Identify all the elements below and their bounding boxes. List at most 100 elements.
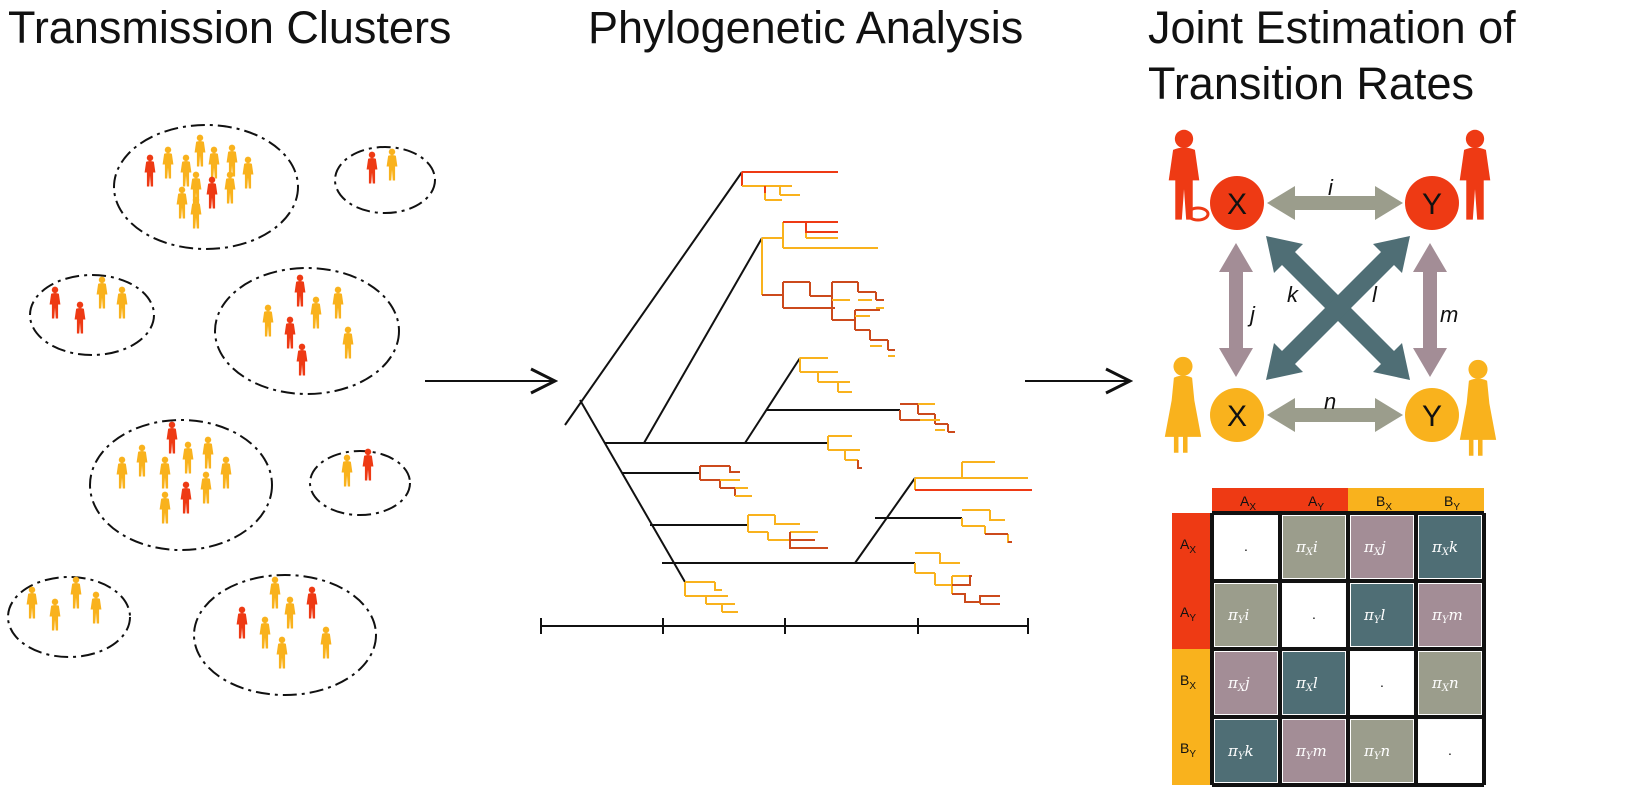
rate-arrow-l (1266, 236, 1410, 380)
person-silhouette-icon (208, 146, 220, 179)
matrix-cell (1351, 652, 1413, 714)
person-silhouette-icon (180, 154, 192, 187)
node-y-orange (1405, 388, 1459, 442)
person-silhouette-icon (116, 456, 128, 489)
person-silhouette-icon (49, 286, 61, 319)
person-silhouette-icon (259, 616, 271, 649)
person-silhouette-icon (342, 326, 354, 359)
person-silhouette-icon (296, 343, 308, 376)
matrix-cell (1283, 720, 1345, 782)
cluster-ellipse (214, 267, 400, 395)
person-silhouette-icon (70, 576, 82, 609)
person-silhouette-icon (96, 276, 108, 309)
transmission-clusters (7, 124, 436, 696)
matrix-cell (1351, 516, 1413, 578)
rate-label-j: j (1247, 302, 1256, 327)
person-silhouette-icon (200, 471, 212, 504)
matrix-cell (1215, 584, 1277, 646)
person-silhouette-icon (236, 606, 248, 639)
matrix-cell (1351, 720, 1413, 782)
person-silhouette-icon (284, 316, 296, 349)
node-x-red-label: X (1227, 188, 1247, 221)
person-red-firefighter-icon (1168, 129, 1210, 222)
person-silhouette-icon (166, 421, 178, 454)
rate-label-l: l (1372, 282, 1378, 307)
matrix-cell (1283, 652, 1345, 714)
person-silhouette-icon (366, 151, 378, 184)
person-silhouette-icon (220, 456, 232, 489)
person-silhouette-icon (341, 454, 353, 487)
matrix-cell-label: πXn (1431, 674, 1459, 694)
node-y-red-label: Y (1422, 188, 1442, 221)
clade-lower-left (684, 465, 828, 613)
node-y-red (1405, 176, 1459, 230)
person-red-musician-icon (1459, 129, 1491, 220)
matrix-row-header-bg (1172, 513, 1212, 581)
person-silhouette-icon (90, 591, 102, 624)
person-silhouette-icon (202, 436, 214, 469)
cluster-ellipse (193, 574, 377, 696)
cluster-ellipse (89, 419, 273, 551)
matrix-cell-label: πYm (1431, 606, 1463, 626)
matrix-cell-label: πYm (1295, 742, 1327, 762)
rate-label-n: n (1324, 389, 1336, 414)
person-silhouette-icon (176, 186, 188, 219)
matrix-cell-label: πXj (1363, 538, 1386, 558)
person-silhouette-icon (294, 274, 306, 307)
matrix-cell-label: πXk (1431, 538, 1458, 558)
matrix-cell-label: πYk (1227, 742, 1254, 762)
matrix-cell (1351, 584, 1413, 646)
person-silhouette-icon (26, 586, 38, 619)
cluster-ellipse (113, 124, 299, 250)
rate-label-k: k (1287, 282, 1299, 307)
matrix-cell-label: πYn (1363, 742, 1390, 762)
rate-arrow-m (1413, 243, 1447, 377)
person-silhouette-icon (116, 286, 128, 319)
clade-upper-big (761, 221, 895, 357)
cluster-ellipse (309, 450, 411, 516)
matrix-cell-label: πXj (1227, 674, 1250, 694)
matrix-cell-dot: . (1380, 674, 1384, 690)
node-x-orange-label: X (1227, 400, 1247, 433)
matrix-col-header-bg (1416, 488, 1484, 513)
matrix-cell-dot: . (1312, 606, 1316, 622)
clade-middle (799, 357, 955, 469)
matrix-cell-dot: . (1448, 742, 1452, 758)
matrix-row-header-bg (1172, 581, 1212, 649)
matrix-cell-label: πXl (1295, 674, 1318, 694)
person-silhouette-icon (276, 636, 288, 669)
person-silhouette-icon (162, 146, 174, 179)
node-y-orange-label: Y (1422, 400, 1442, 433)
person-silhouette-icon (144, 154, 156, 187)
matrix-cell (1419, 652, 1481, 714)
rate-arrow-i (1267, 186, 1403, 220)
matrix-cell-label: πYi (1227, 606, 1249, 626)
person-silhouette-icon (269, 576, 281, 609)
tree-backbone (540, 171, 1029, 634)
node-x-red (1210, 176, 1264, 230)
rate-arrow-j (1219, 243, 1253, 377)
matrix-cell-dot: . (1244, 538, 1248, 554)
matrix-cell (1215, 720, 1277, 782)
matrix-row-header-bg (1172, 649, 1212, 717)
matrix-col-header-bg (1212, 488, 1280, 513)
title-phylogenetic-analysis: Phylogenetic Analysis (588, 2, 1024, 53)
person-silhouette-icon (180, 481, 192, 514)
matrix-col-header-bg (1348, 488, 1416, 513)
matrix-cell-label: πYl (1363, 606, 1385, 626)
matrix-cell (1215, 652, 1277, 714)
person-silhouette-icon (284, 596, 296, 629)
person-silhouette-icon (386, 148, 398, 181)
person-silhouette-icon (74, 301, 86, 334)
clade-lower-right (914, 461, 1032, 605)
person-silhouette-icon (182, 441, 194, 474)
person-silhouette-icon (306, 586, 318, 619)
cluster-ellipse (334, 146, 436, 214)
person-orange-woman-icon (1164, 356, 1202, 453)
clade-top (741, 171, 838, 201)
matrix-cell (1283, 584, 1345, 646)
person-silhouette-icon (159, 491, 171, 524)
person-orange-violinist-icon (1459, 359, 1497, 456)
